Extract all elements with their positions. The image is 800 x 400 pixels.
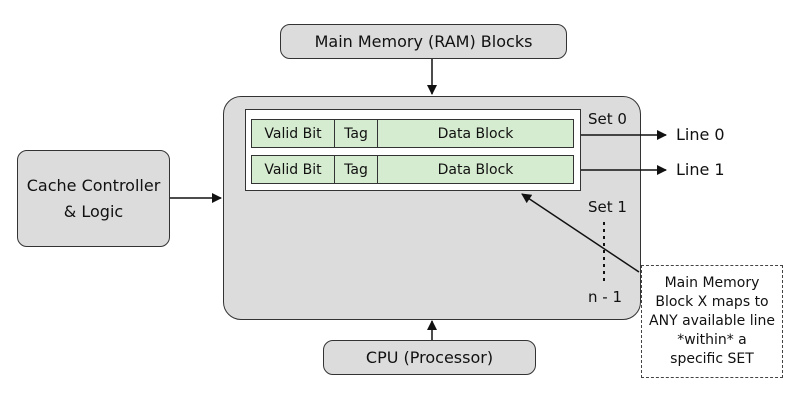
- data-block-cell: Data Block: [437, 125, 514, 142]
- tag-cell: Tag: [335, 120, 378, 147]
- cache-controller-box: Cache Controller & Logic: [17, 150, 170, 247]
- controller-label-line1: Cache Controller: [26, 175, 161, 195]
- main-memory-label: Main Memory (RAM) Blocks: [314, 32, 533, 51]
- note-line-5: specific SET: [670, 351, 754, 367]
- set-1-label: Set 1: [588, 198, 627, 216]
- set-n-label: n - 1: [588, 288, 622, 306]
- valid-bit-cell: Valid Bit: [252, 120, 335, 147]
- cpu-box: CPU (Processor): [323, 340, 536, 375]
- note-pointer-arrow: [521, 193, 640, 273]
- note-line-2: Block X maps to: [655, 294, 769, 310]
- controller-label-line2: & Logic: [63, 201, 124, 221]
- note-line-3: ANY available line: [649, 313, 775, 329]
- set-0-label: Set 0: [588, 110, 627, 128]
- cache-line-0: Valid Bit Tag Data Block: [251, 119, 574, 148]
- line-0-label: Line 0: [676, 125, 725, 144]
- line-1-label: Line 1: [676, 160, 725, 179]
- data-block-cell: Data Block: [437, 161, 514, 178]
- note-line-1: Main Memory: [664, 275, 760, 291]
- valid-bit-cell: Valid Bit: [252, 156, 335, 183]
- mapping-note: Main Memory Block X maps to ANY availabl…: [641, 265, 783, 378]
- cache-line-1: Valid Bit Tag Data Block: [251, 155, 574, 184]
- cpu-label: CPU (Processor): [365, 348, 494, 367]
- tag-cell: Tag: [335, 156, 378, 183]
- note-line-4: *within* a: [677, 332, 747, 348]
- main-memory-box: Main Memory (RAM) Blocks: [280, 24, 567, 59]
